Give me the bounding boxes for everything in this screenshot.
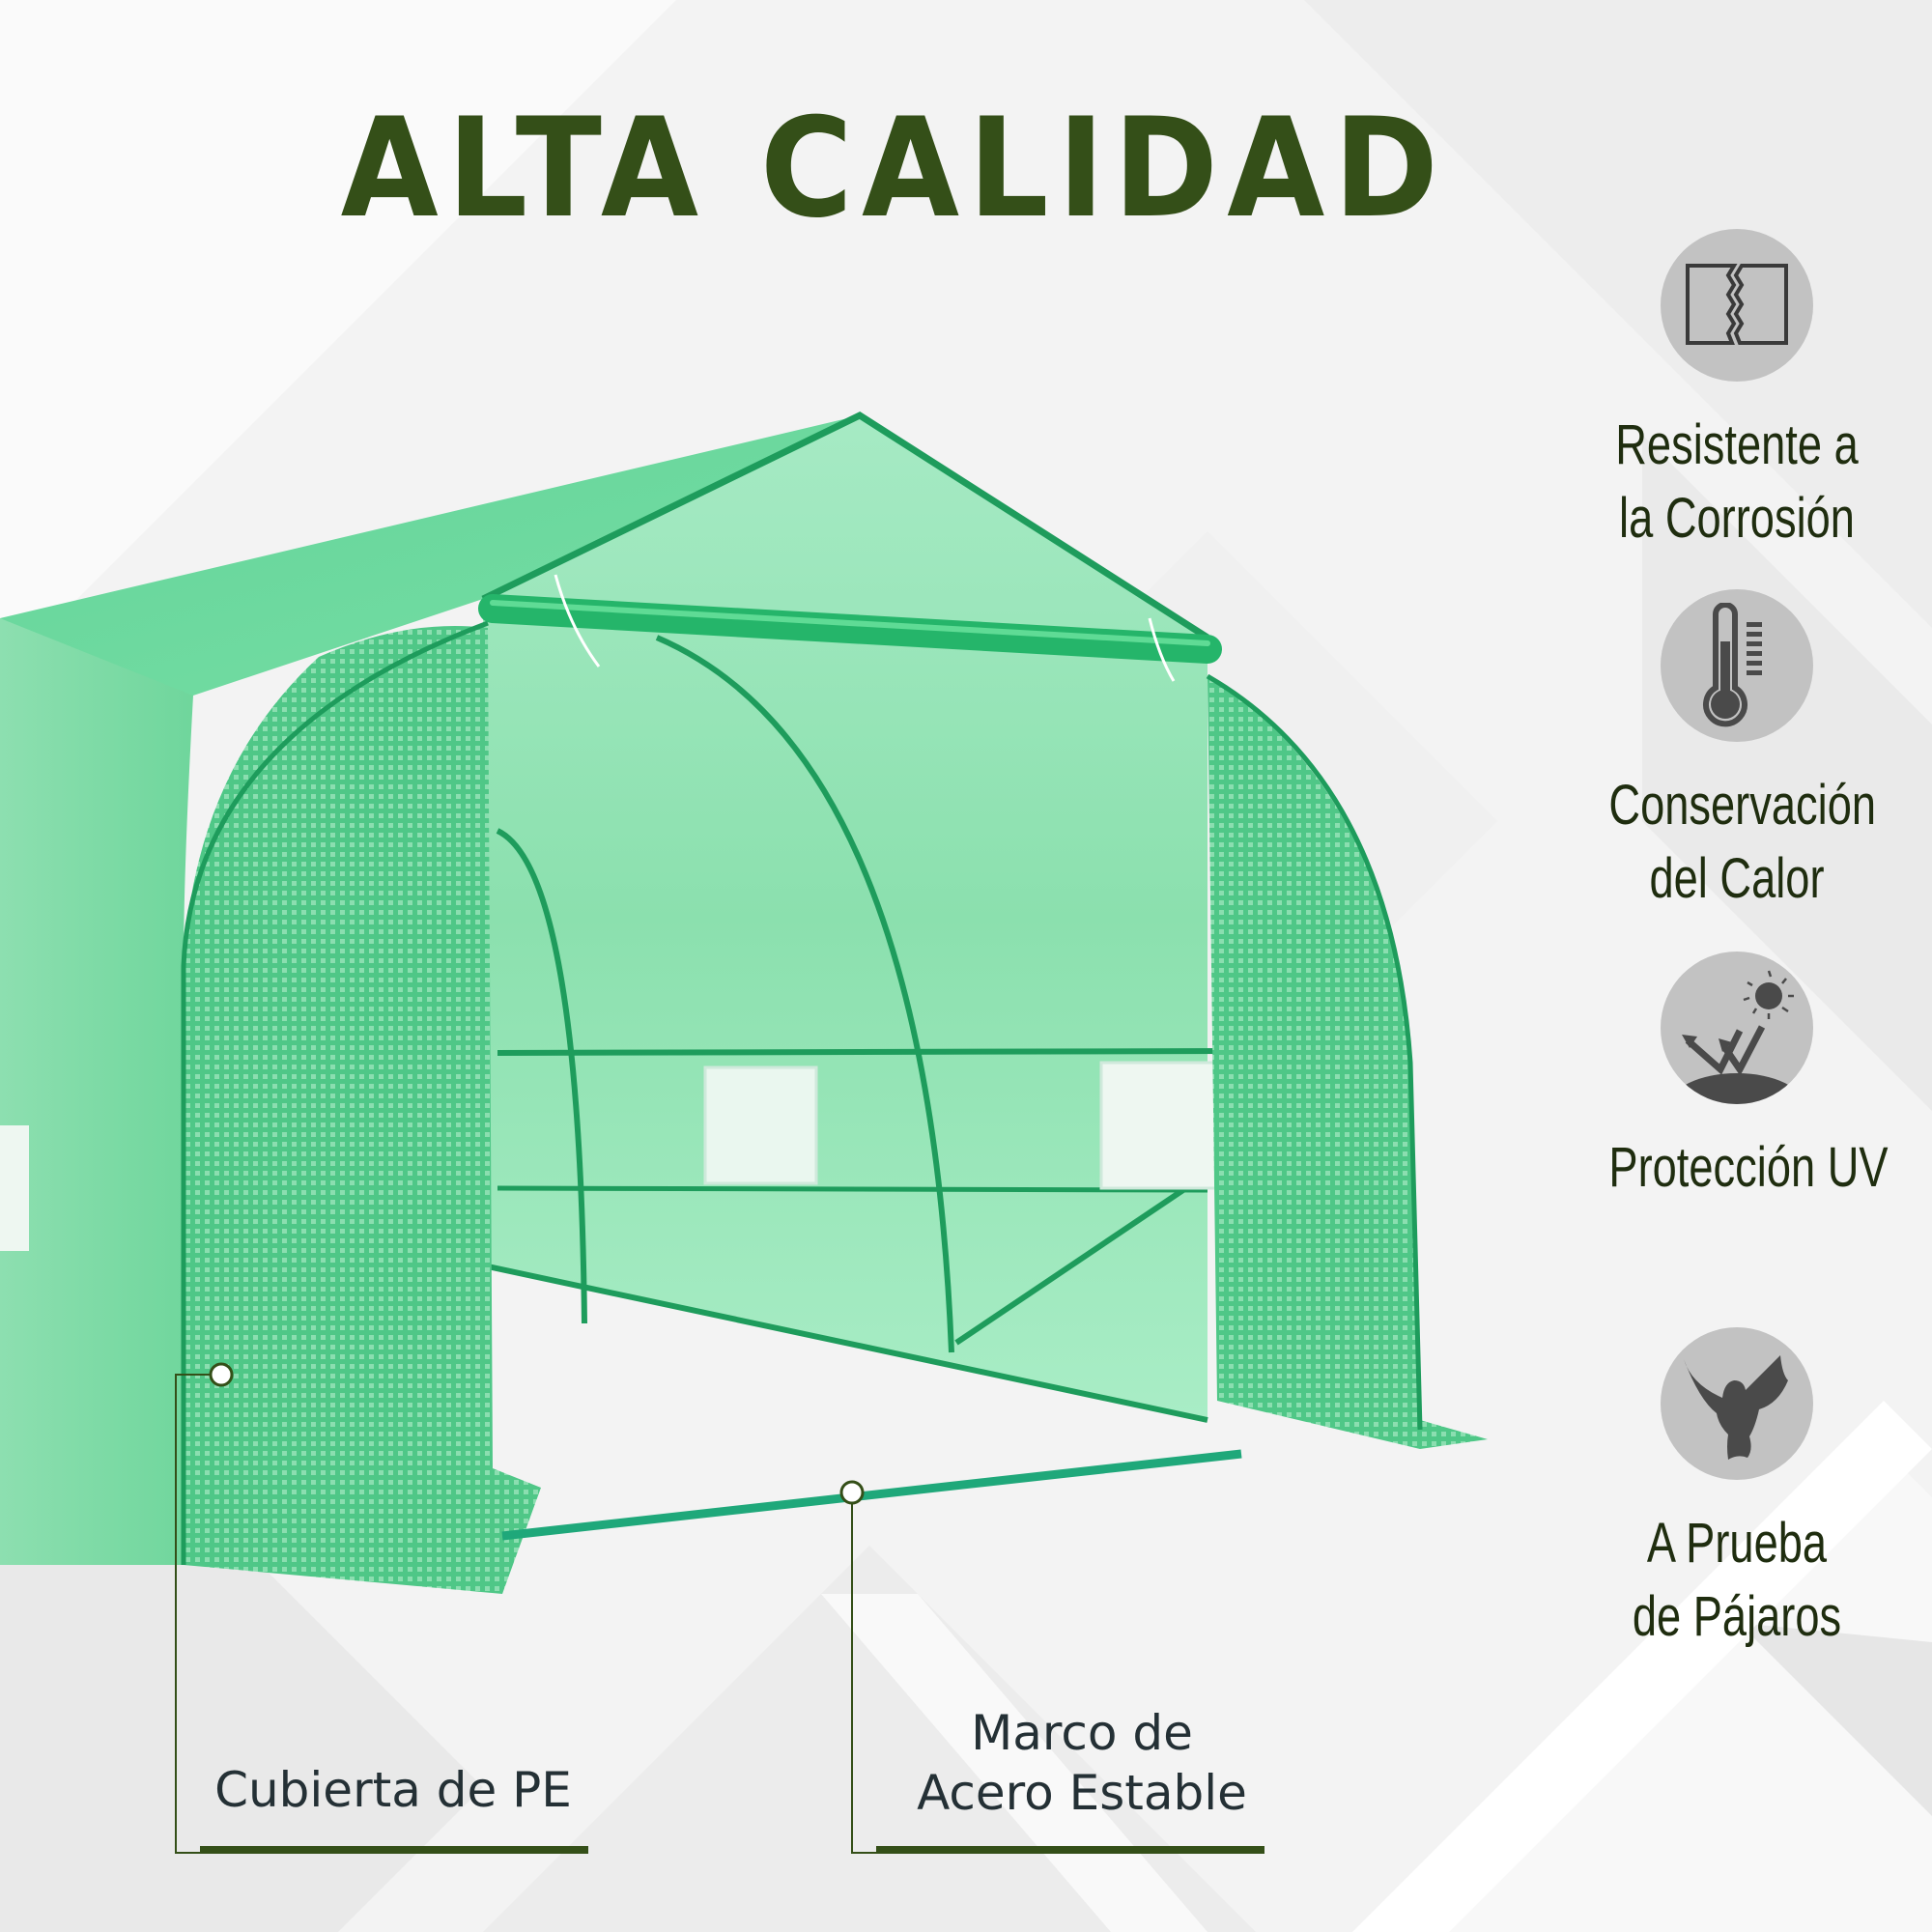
uv-sun-reflection-icon xyxy=(1661,952,1813,1104)
feature-corrosion-resistant: Resistente a la Corrosión xyxy=(1573,229,1901,555)
feature-bird-proof: A Prueba de Pájaros xyxy=(1573,1327,1901,1654)
bird-icon xyxy=(1661,1327,1813,1480)
callout-steel-frame-label: Marco de Acero Estable xyxy=(917,1705,1247,1821)
callout-pe-cover-label: Cubierta de PE xyxy=(214,1762,572,1818)
corrosion-crack-icon xyxy=(1661,229,1813,382)
callout-steel-frame-underline xyxy=(876,1846,1264,1854)
greenhouse-product-image xyxy=(0,411,1488,1594)
feature-uv-protection: Protección UV xyxy=(1573,952,1901,1205)
page-title: ALTA CALIDAD xyxy=(340,89,1448,248)
thermometer-icon xyxy=(1661,589,1813,742)
feature-heat-conservation: Conservación del Calor xyxy=(1573,589,1901,916)
callout-pe-cover-underline xyxy=(200,1846,588,1854)
